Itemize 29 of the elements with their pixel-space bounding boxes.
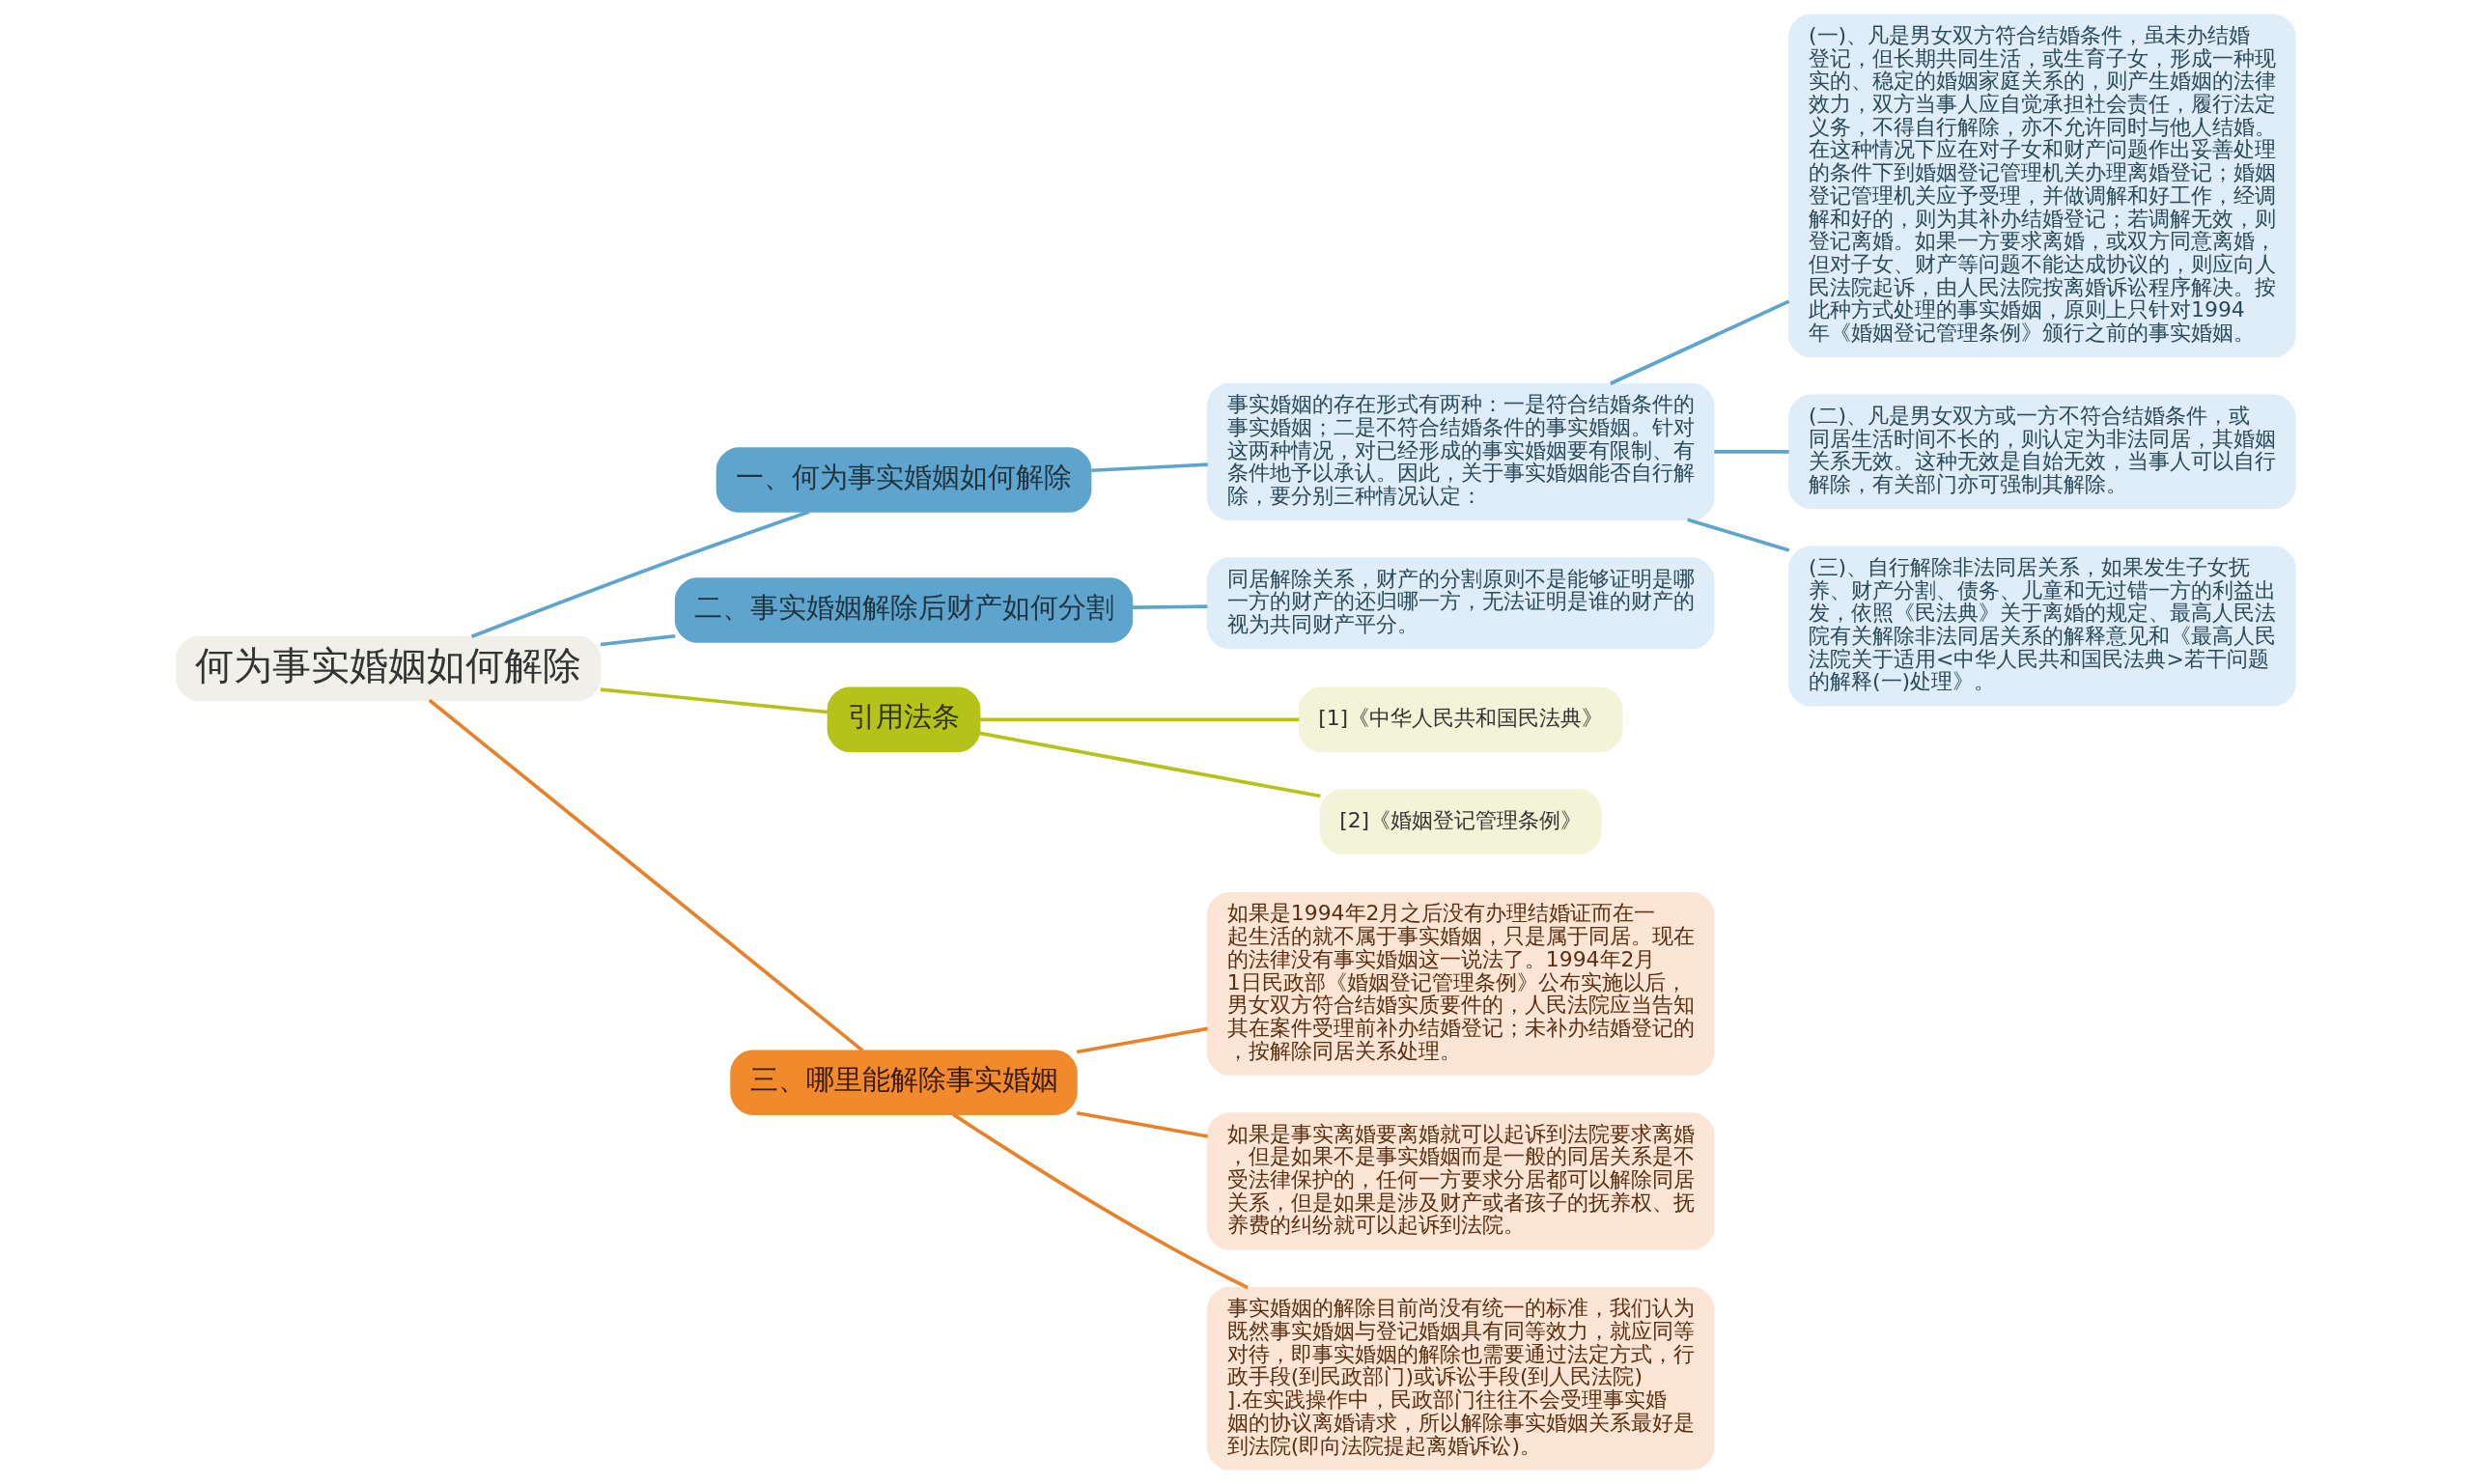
connector [1076,1026,1208,1054]
connector [979,731,1321,798]
node-box: (二)、凡是男女双方或一方不符合结婚条件，或同居生活时间不长的，则认定为非法同居，其婚姻关系无效。这种无效是自始无效，当事人可以自行解除，有关部门亦可强制其解除。 [1788,394,2296,510]
node-box: 三、哪里能解除事实婚姻 [730,1050,1078,1115]
node-box: 如果是事实离婚要离婚就可以起诉到法院要求离婚，但是如果不是事实婚姻而是一般的同居关系是不受法律保护的，任何一方要求分居都可以解除同居关系，但是如果是涉及财产或者孩子的抚养权、抚养费的纠纷就可以起诉到法院。 [1206,1112,1715,1250]
node-box: 事实婚姻的解除目前尚没有统一的标准，我们认为既然事实婚姻与登记婚姻具有同等效力，就应同等对待，即事实婚姻的解除也需要通过法定方式，行政手段(到民政部门)或诉讼手段(到人民法院)].在实践操作中，民政部门往往不会受理事实婚姻的协议离婚请求，所以解除事实婚姻关系最好是到法院(即向法院提起离婚诉讼)。 [1206,1286,1715,1470]
connector [1091,462,1208,473]
node-box: 如果是1994年2月之后没有办理结婚证而在一起生活的就不属于事实婚姻，只是属于同居。现在的法律没有事实婚姻这一说法了。1994年2月1日民政部《婚姻登记管理条例》公布实施以后，男女双方符合结婚实质要件的，人民法院应当告知其在案件受理前补办结婚登记；未补办结婚登记的，按解除同居关系处理。 [1206,892,1715,1076]
connector [1132,604,1208,609]
connector [1714,450,1789,454]
connector [1076,1111,1208,1138]
node-box: 同居解除关系，财产的分割原则不是能够证明是哪一方的财产的还归哪一方，无法证明是谁的财产的视为共同财产平分。 [1206,557,1715,650]
node-box: 二、事实婚姻解除后财产如何分割 [674,577,1134,643]
node-box: 引用法条 [827,686,981,752]
connector [952,1112,1249,1290]
node-box: 一、何为事实婚姻如何解除 [716,447,1092,513]
connector [600,687,829,714]
node-box: 事实婚姻的存在形式有两种：一是符合结婚条件的事实婚姻；二是不符合结婚条件的事实婚姻。针对这两种情况，对已经形成的事实婚姻要有限制、有条件地予以承认。因此，关于事实婚姻能否自行解除，要分别三种情况认定： [1206,382,1715,521]
connector [470,510,810,638]
node-box: [1]《中华人民共和国民法典》 [1298,686,1623,752]
connector [1687,518,1790,552]
connector [428,698,864,1052]
connector [600,634,676,647]
connector [1610,299,1790,385]
node-box: (三)、自行解除非法同居关系，如果发生子女抚养、财产分割、债务、儿童和无过错一方的利益出发，依照《民法典》关于离婚的规定、最高人民法院有关解除非法同居关系的解释意见和《最高人民法院关于适用<中华人民共和国民法典>若干问题的解释(一)处理》。 [1788,546,2296,707]
node-box: (一)、凡是男女双方符合结婚条件，虽未办结婚登记，但长期共同生活，或生育子女，形成一种现实的、稳定的婚姻家庭关系的，则产生婚姻的法律效力，双方当事人应自觉承担社会责任，履行法定义务，不得自行解除，亦不允许同时与他人结婚。在这种情况下应在对子女和财产问题作出妥善处理的条件下到婚姻登记管理机关办理离婚登记；婚姻登记管理机关应予受理，并做调解和好工作，经调解和好的，则为其补办结婚登记；若调解无效，则登记离婚。如果一方要求离婚，或双方同意离婚，但对子女、财产等问题不能达成协议的，则应向人民法院起诉，由人民法院按离婚诉讼程序解决。按此种方式处理的事实婚姻，原则上只针对1994年《婚姻登记管理条例》颁行之前的事实婚姻。 [1788,14,2296,358]
connector [979,717,1300,722]
node-box: [2]《婚姻登记管理条例》 [1319,789,1602,854]
node-box: 何为事实婚姻如何解除 [176,635,602,702]
